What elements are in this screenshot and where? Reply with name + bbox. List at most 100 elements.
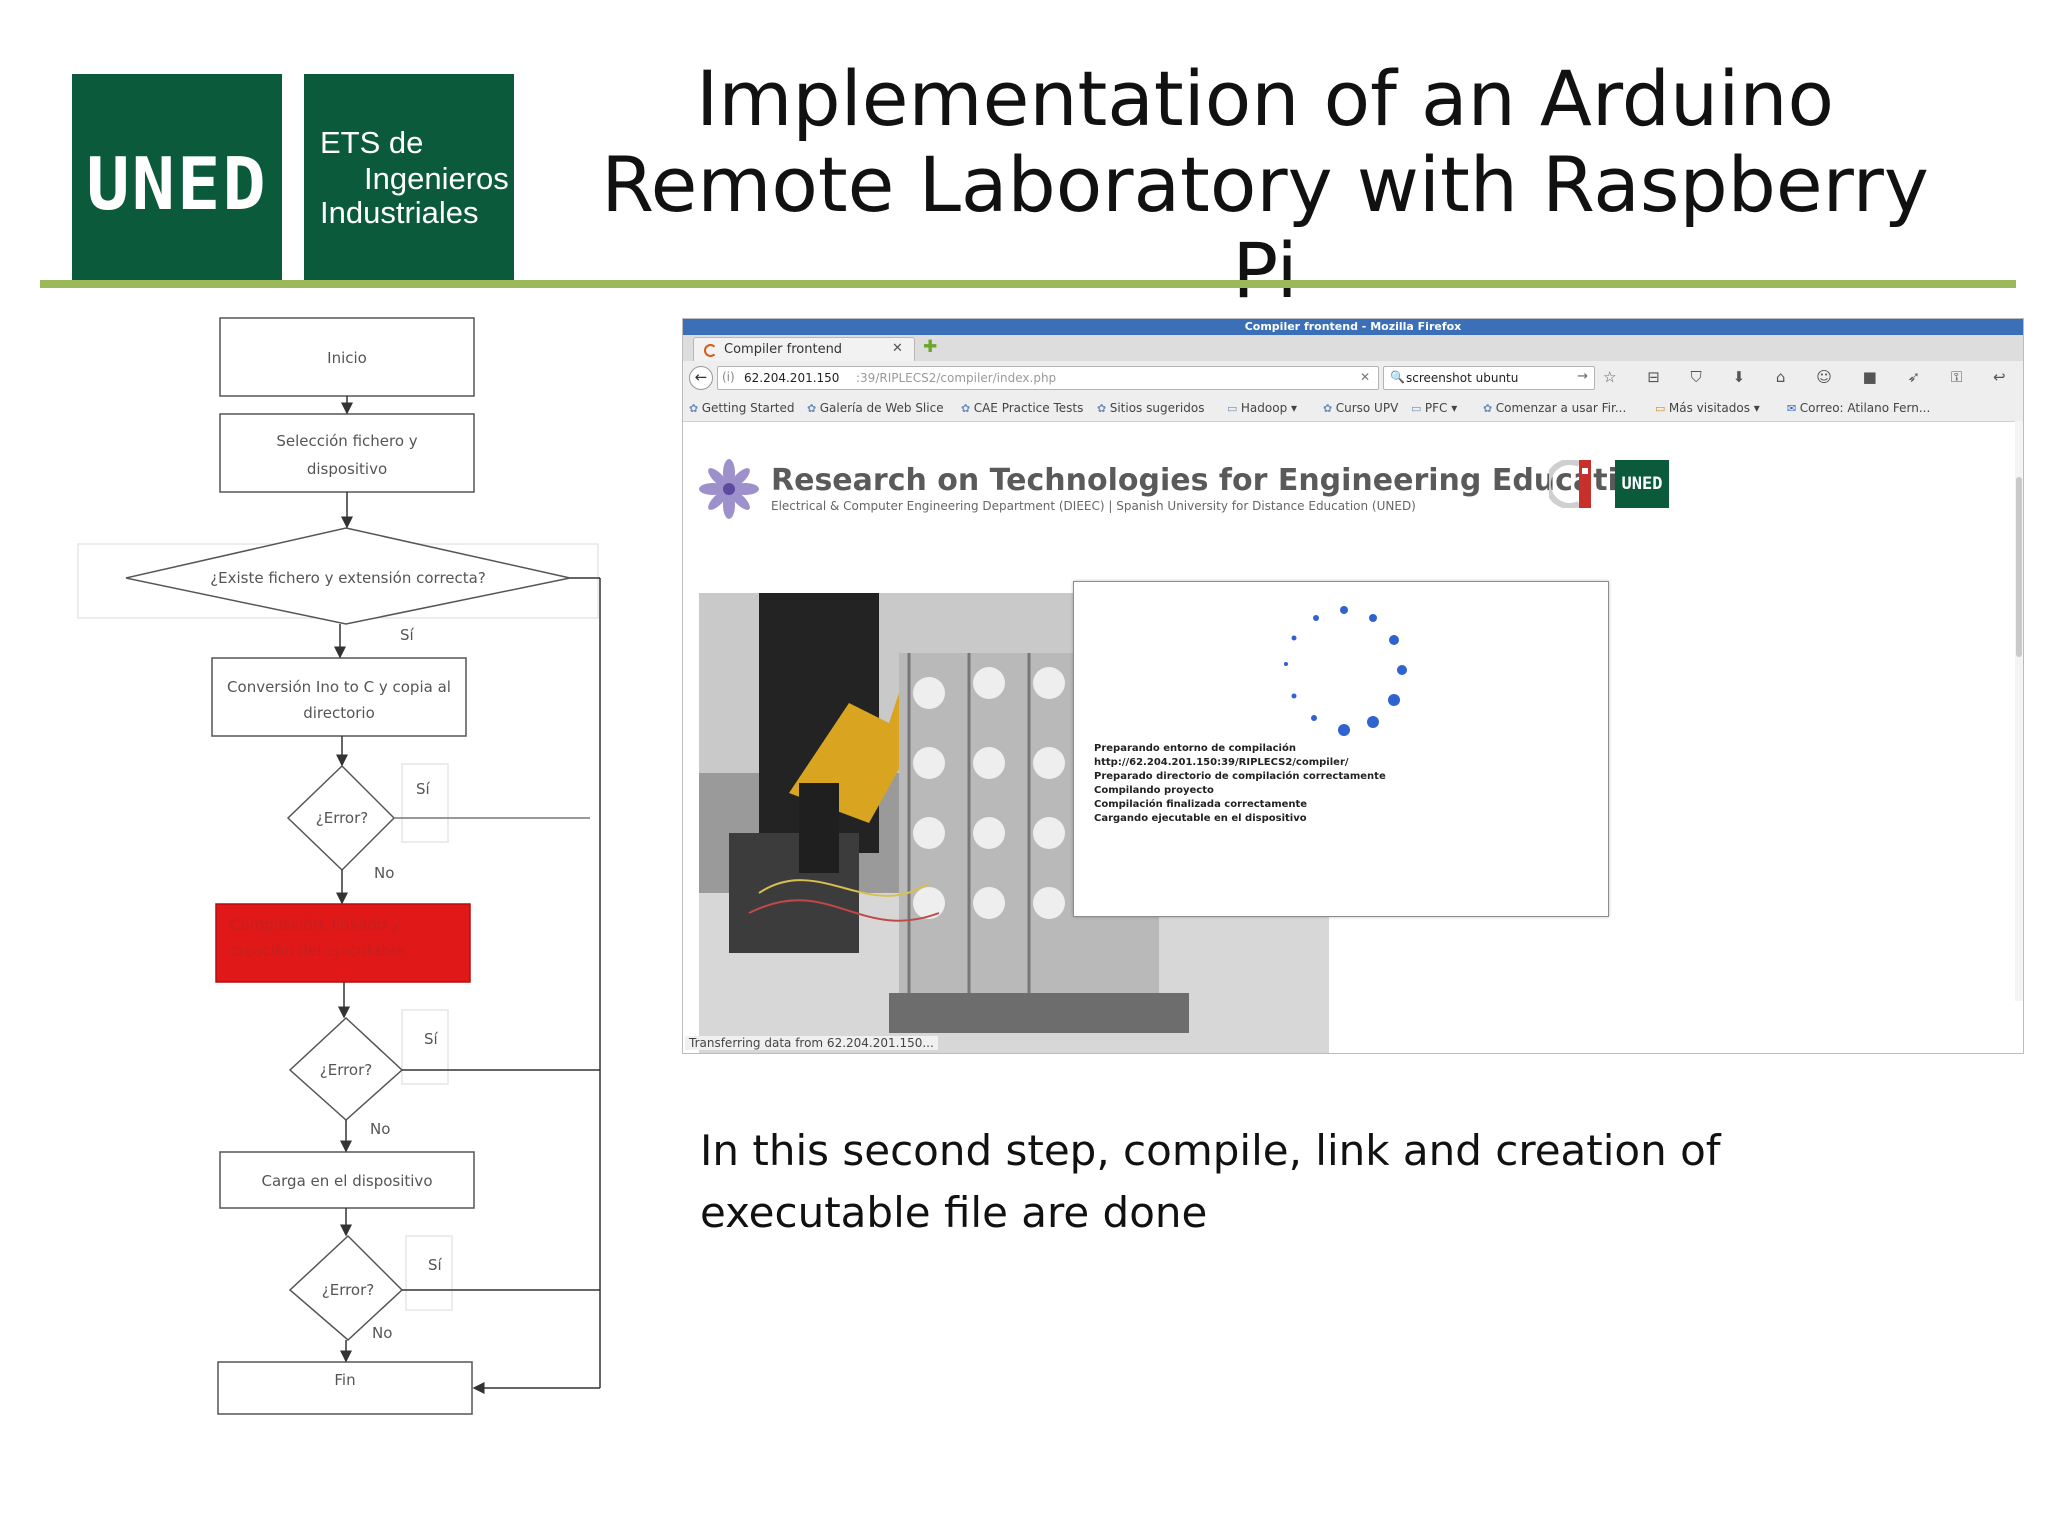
- fc-error2-label: ¿Error?: [320, 1061, 373, 1079]
- bookmark-item[interactable]: ▭ Hadoop ▾: [1227, 401, 1298, 415]
- bookmark-icon: ✿: [1097, 402, 1110, 415]
- flowchart: Inicio Selección fichero y dispositivo ¿…: [77, 317, 601, 1415]
- uned-logo-text: UNED: [86, 142, 268, 226]
- ets-logo: ETS de Ingenieros Industriales: [304, 74, 514, 280]
- loading-icon: [704, 344, 717, 357]
- search-input[interactable]: 🔍 screenshot ubuntu →: [1383, 366, 1595, 390]
- url-host: 62.204.201.150: [744, 371, 840, 385]
- back-button[interactable]: ←: [689, 366, 713, 390]
- bookmark-item[interactable]: ✿ Curso UPV: [1323, 401, 1399, 415]
- log-line: Preparando entorno de compilación: [1094, 743, 1296, 754]
- rtee-flower-logo: [699, 459, 759, 519]
- folder-icon: ▭: [1227, 402, 1241, 415]
- caption-line2: executable file are done: [700, 1188, 1208, 1237]
- bookmark-item[interactable]: ▭ PFC ▾: [1411, 401, 1458, 415]
- site-subtitle: Electrical & Computer Engineering Depart…: [771, 499, 1416, 513]
- fc-error3-yes: Sí: [428, 1256, 443, 1274]
- fc-end-box: [217, 1361, 473, 1415]
- search-icon: 🔍: [1390, 370, 1405, 384]
- window-title: Compiler frontend - Mozilla Firefox: [1244, 320, 1462, 333]
- fc-exists-diamond: [125, 527, 571, 625]
- log-line: Preparado directorio de compilación corr…: [1094, 771, 1386, 782]
- window-titlebar: Compiler frontend - Mozilla Firefox: [683, 319, 2023, 335]
- new-tab-icon[interactable]: ✚: [923, 337, 938, 357]
- fc-load-box: [219, 1151, 475, 1209]
- caption-line1: In this second step, compile, link and c…: [700, 1126, 1721, 1175]
- fc-exists-label: ¿Existe fichero y extensión correcta?: [210, 569, 486, 587]
- tab-bar: Compiler frontend ✕ ✚: [683, 335, 2023, 362]
- toolbar-icons[interactable]: ☆ ⊟ ⛉ ⬇ ⌂ ☺ ■ ➶ ⚿ ↩ ☰: [1603, 368, 2024, 386]
- info-icon[interactable]: (i): [722, 370, 735, 384]
- fc-convert-label-2: directorio: [303, 704, 375, 722]
- url-path: :39/RIPLECS2/compiler/index.php: [856, 371, 1057, 385]
- nav-bar: ← (i) 62.204.201.150 :39/RIPLECS2/compil…: [683, 361, 2023, 395]
- title-divider: [40, 280, 2016, 288]
- folder-icon: ▭: [1411, 402, 1425, 415]
- compilation-log: Preparando entorno de compilación http:/…: [1094, 742, 1386, 826]
- slide-caption: In this second step, compile, link and c…: [700, 1120, 1900, 1244]
- folder-icon: ▭: [1655, 402, 1669, 415]
- log-line: http://62.204.201.150:39/RIPLECS2/compil…: [1094, 757, 1349, 768]
- ets-logo-line1: ETS de: [320, 125, 424, 160]
- log-line: Compilando proyecto: [1094, 785, 1214, 796]
- status-bar: Transferring data from 62.204.201.150...: [685, 1036, 938, 1050]
- scrollbar-thumb[interactable]: [2016, 477, 2022, 657]
- fc-error3-no: No: [372, 1324, 392, 1342]
- tab-title: Compiler frontend: [724, 342, 843, 357]
- bookmark-icon: ✿: [689, 402, 702, 415]
- uned-logo: UNED: [72, 74, 282, 280]
- fc-error1-no: No: [374, 864, 394, 882]
- site-title: Research on Technologies for Engineering…: [771, 463, 1660, 498]
- fc-start-label: Inicio: [327, 349, 367, 367]
- fc-error1-label: ¿Error?: [316, 809, 369, 827]
- arrow-right-icon[interactable]: →: [1577, 369, 1588, 384]
- fc-select-label-1: Selección fichero y: [276, 432, 417, 450]
- slide-title-line2: Remote Laboratory with Raspberry Pi: [601, 140, 1929, 315]
- fc-select-label-2: dispositivo: [307, 460, 387, 478]
- fc-end-label: Fin: [334, 1371, 355, 1389]
- bookmarks-bar: ✿ Getting Started ✿ Galería de Web Slice…: [683, 395, 2023, 422]
- fc-select-box: [219, 413, 475, 493]
- browser-window: Compiler frontend - Mozilla Firefox Comp…: [682, 318, 2024, 1054]
- ets-logo-line2: Ingenieros: [364, 161, 509, 196]
- fc-exists-yes: Sí: [400, 626, 415, 644]
- mail-icon: ✉: [1787, 402, 1800, 415]
- loading-spinner-icon: [1284, 606, 1407, 736]
- dieec-logo: [1549, 460, 1591, 508]
- fc-load-label: Carga en el dispositivo: [261, 1172, 432, 1190]
- log-line: Cargando ejecutable en el dispositivo: [1094, 813, 1307, 824]
- search-value: screenshot ubuntu: [1406, 371, 1519, 385]
- bookmark-item[interactable]: ✿ CAE Practice Tests: [961, 401, 1084, 415]
- bookmark-item[interactable]: ▭ Más visitados ▾: [1655, 401, 1760, 415]
- close-icon[interactable]: ✕: [892, 341, 903, 356]
- log-line: Compilación finalizada correctamente: [1094, 799, 1308, 810]
- compilation-dialog: Preparando entorno de compilación http:/…: [1073, 581, 1609, 917]
- fc-start-box: [219, 317, 475, 397]
- tab-compiler-frontend[interactable]: Compiler frontend ✕: [693, 337, 915, 362]
- site-uned-logo: UNED: [1615, 460, 1669, 508]
- fc-error3-label: ¿Error?: [322, 1281, 375, 1299]
- bookmark-icon: ✿: [1483, 402, 1496, 415]
- url-input[interactable]: (i) 62.204.201.150 :39/RIPLECS2/compiler…: [717, 366, 1379, 390]
- bookmark-item[interactable]: ✿ Getting Started: [689, 401, 795, 415]
- slide-title: Implementation of an Arduino Remote Labo…: [560, 56, 1970, 314]
- fc-error3-diamond: [288, 1234, 404, 1342]
- bookmark-item[interactable]: ✿ Comenzar a usar Fir...: [1483, 401, 1627, 415]
- fc-error2-no: No: [370, 1120, 390, 1138]
- bookmark-item[interactable]: ✉ Correo: Atilano Fern...: [1787, 401, 1931, 415]
- fc-compile-label-2: creación del ejecutable: [230, 942, 404, 960]
- bookmark-item[interactable]: ✿ Sitios sugeridos: [1097, 401, 1205, 415]
- ets-logo-line3: Industriales: [320, 195, 479, 230]
- bookmark-icon: ✿: [1323, 402, 1336, 415]
- fc-convert-label-1: Conversión Ino to C y copia al: [227, 678, 451, 696]
- bookmark-icon: ✿: [807, 402, 820, 415]
- fc-error1-yes: Sí: [416, 780, 431, 798]
- bookmark-icon: ✿: [961, 402, 974, 415]
- fc-compile-label-1: Compilación, linkado y: [230, 916, 400, 934]
- scrollbar[interactable]: [2015, 421, 2023, 1001]
- fc-convert-box: [211, 657, 467, 737]
- slide-title-line1: Implementation of an Arduino: [695, 54, 1835, 143]
- close-icon[interactable]: ✕: [1359, 370, 1370, 384]
- fc-error2-yes: Sí: [424, 1030, 439, 1048]
- bookmark-item[interactable]: ✿ Galería de Web Slice: [807, 401, 944, 415]
